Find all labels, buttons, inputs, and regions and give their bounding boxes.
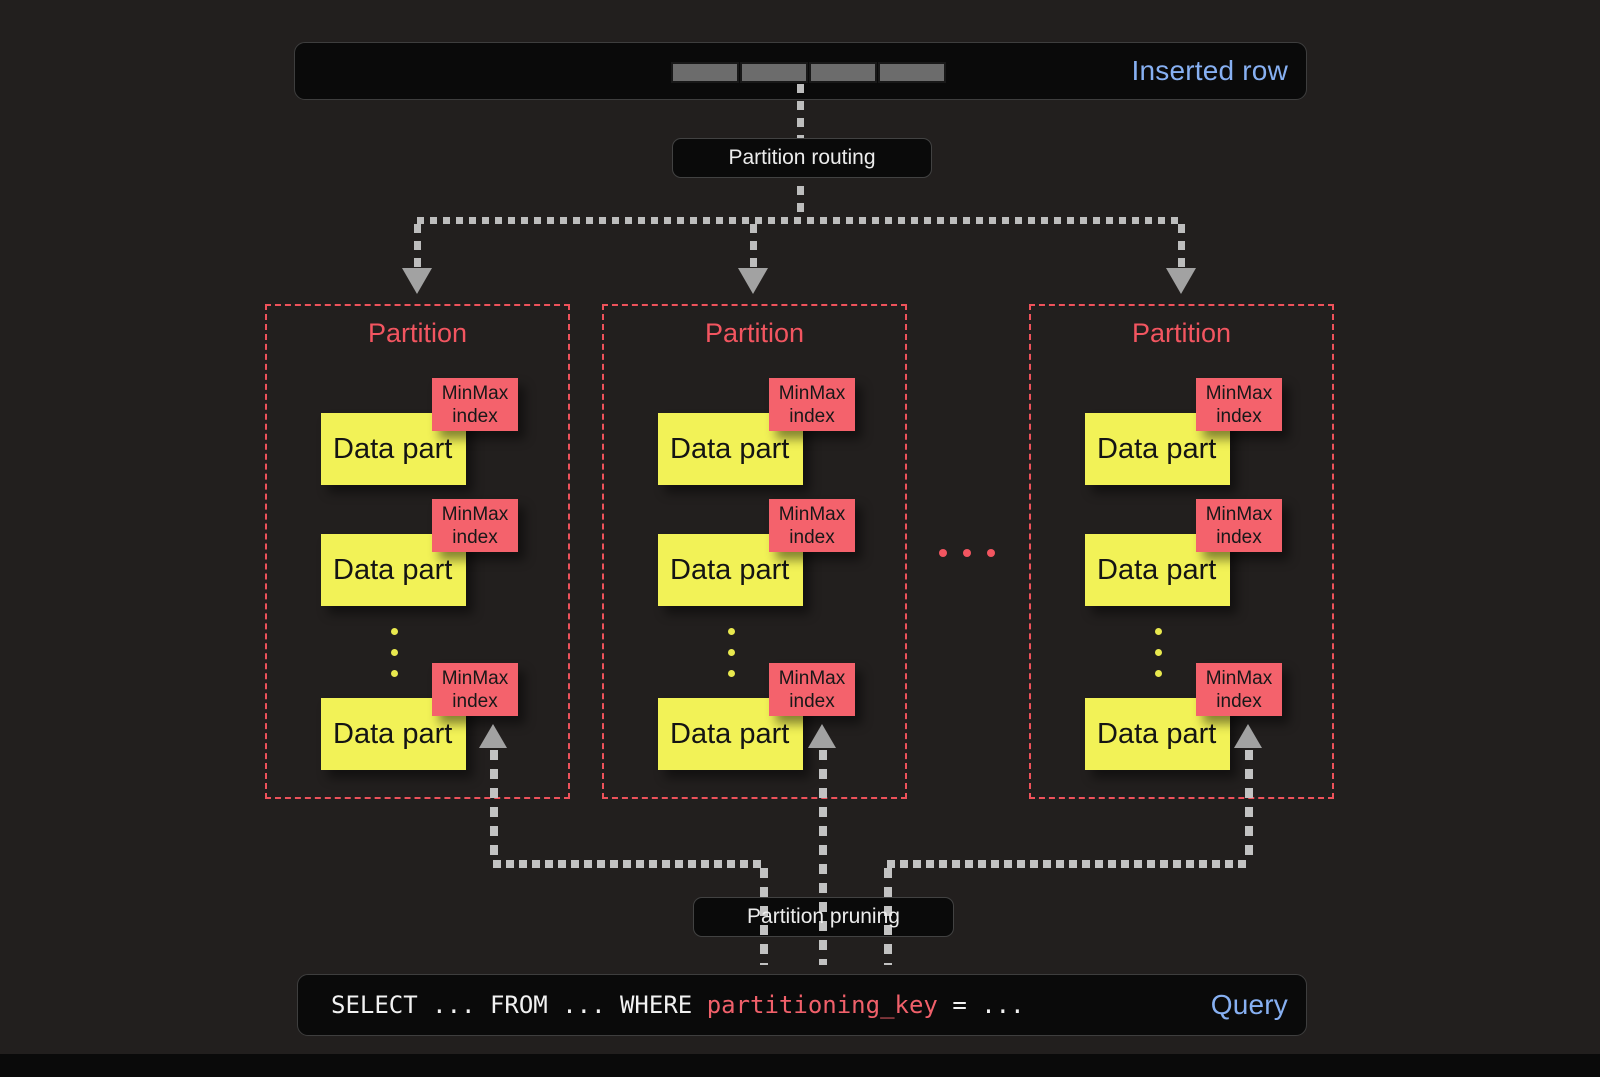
arrow-down-icon bbox=[738, 268, 768, 294]
row-segment bbox=[809, 62, 877, 83]
sql-text: SELECT ... FROM ... WHERE partitioning_k… bbox=[331, 991, 1025, 1019]
query-box: SELECT ... FROM ... WHERE partitioning_k… bbox=[297, 974, 1307, 1036]
pruning-line-merge-left bbox=[760, 868, 768, 965]
partition-title: Partition bbox=[704, 318, 805, 348]
minmax-index-tag: MinMax index bbox=[432, 663, 518, 716]
minmax-index-tag: MinMax index bbox=[769, 499, 855, 552]
arrow-up-icon bbox=[1234, 724, 1262, 748]
sql-partitioning-key: partitioning_key bbox=[706, 991, 938, 1019]
inserted-row-box: Inserted row bbox=[294, 42, 1307, 100]
query-label: Query bbox=[1210, 989, 1288, 1020]
partition-box-2: Partition Data part MinMax index Data pa… bbox=[602, 304, 907, 799]
pruning-line-merge-right bbox=[884, 868, 892, 965]
partition-routing-text: Partition routing bbox=[728, 146, 876, 169]
more-parts-indicator bbox=[391, 628, 398, 677]
routing-stub-right bbox=[1178, 224, 1185, 268]
minmax-index-tag: MinMax index bbox=[1196, 499, 1282, 552]
arrow-down-icon bbox=[402, 268, 432, 294]
more-parts-indicator bbox=[1155, 628, 1162, 677]
partition-box-3: Partition Data part MinMax index Data pa… bbox=[1029, 304, 1334, 799]
routing-branch-line bbox=[417, 217, 1182, 224]
minmax-index-tag: MinMax index bbox=[432, 499, 518, 552]
routing-stub-left bbox=[414, 224, 421, 268]
partition-routing-label: Partition routing bbox=[672, 138, 932, 178]
routing-stub-middle bbox=[750, 224, 757, 268]
minmax-index-tag: MinMax index bbox=[1196, 663, 1282, 716]
data-part: Data part bbox=[1085, 413, 1230, 485]
pruning-line-right bbox=[1245, 750, 1253, 864]
row-segment bbox=[740, 62, 808, 83]
more-parts-indicator bbox=[728, 628, 735, 677]
partition-pruning-text: Partition pruning bbox=[747, 905, 900, 928]
arrow-down-icon bbox=[1166, 268, 1196, 294]
partition-title: Partition bbox=[367, 318, 468, 348]
row-segment bbox=[878, 62, 946, 83]
partition-box-1: Partition Data part MinMax index Data pa… bbox=[265, 304, 570, 799]
sql-before: SELECT ... FROM ... WHERE bbox=[331, 991, 707, 1019]
bottom-black-bar bbox=[0, 1054, 1600, 1077]
minmax-index-tag: MinMax index bbox=[1196, 378, 1282, 431]
pruning-branch-left bbox=[493, 860, 763, 868]
arrow-up-icon bbox=[479, 724, 507, 748]
pruning-branch-right bbox=[887, 860, 1248, 868]
data-part: Data part bbox=[321, 534, 466, 606]
inserted-row-label: Inserted row bbox=[1131, 55, 1288, 86]
more-partitions-indicator bbox=[939, 549, 995, 557]
arrow-up-icon bbox=[808, 724, 836, 748]
row-segment bbox=[671, 62, 739, 83]
minmax-index-tag: MinMax index bbox=[432, 378, 518, 431]
partition-title: Partition bbox=[1131, 318, 1232, 348]
row-segments-bar bbox=[671, 62, 946, 83]
minmax-index-tag: MinMax index bbox=[769, 663, 855, 716]
pruning-line-middle bbox=[819, 750, 827, 965]
sql-after: = ... bbox=[937, 991, 1025, 1019]
pruning-line-left bbox=[490, 750, 498, 864]
minmax-index-tag: MinMax index bbox=[769, 378, 855, 431]
